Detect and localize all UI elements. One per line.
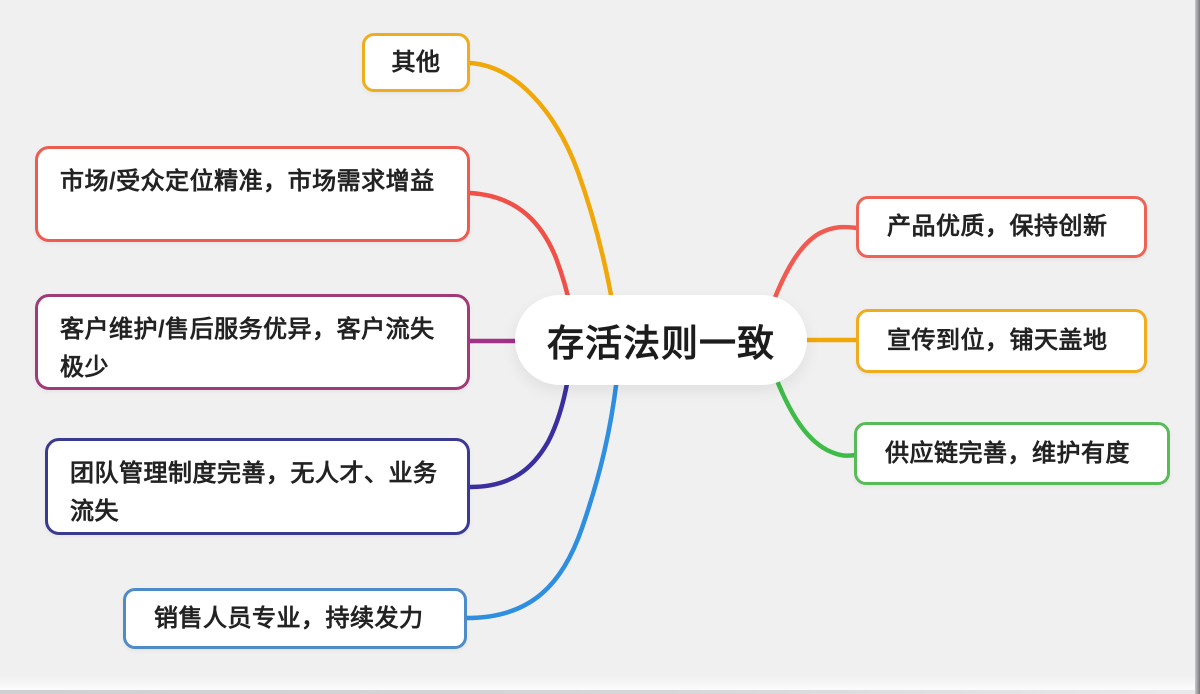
node-supply-chain-label: 供应链完善，维护有度	[885, 439, 1130, 467]
connector-supply	[771, 370, 859, 458]
node-market-positioning-label: 市场/受众定位精准，市场需求增益	[60, 168, 435, 195]
node-promotion[interactable]: 宣传到位，铺天盖地	[856, 309, 1147, 373]
node-promotion-label: 宣传到位，铺天盖地	[887, 327, 1108, 354]
bottom-edge	[0, 690, 1200, 694]
node-team-management[interactable]: 团队管理制度完善，无人才、业务流失	[45, 438, 470, 535]
connector-team	[467, 369, 572, 490]
node-product-quality[interactable]: 产品优质，保持创新	[856, 196, 1147, 258]
node-team-management-label: 团队管理制度完善，无人才、业务流失	[70, 460, 438, 525]
connector-other	[467, 60, 617, 315]
node-other[interactable]: 其他	[362, 33, 470, 92]
right-edge	[1195, 0, 1200, 694]
connector-product	[769, 224, 860, 308]
node-customer-service-label: 客户维护/售后服务优异，客户流失极少	[60, 316, 435, 381]
node-market-positioning[interactable]: 市场/受众定位精准，市场需求增益	[35, 146, 470, 242]
node-sales-staff-label: 销售人员专业，持续发力	[154, 604, 424, 632]
bottom-fade	[0, 676, 1200, 690]
central-topic[interactable]: 存活法则一致	[515, 295, 807, 385]
node-product-quality-label: 产品优质，保持创新	[887, 213, 1108, 240]
node-supply-chain[interactable]: 供应链完善，维护有度	[854, 422, 1170, 485]
central-topic-label: 存活法则一致	[547, 323, 775, 364]
connector-sales	[464, 375, 620, 621]
node-other-label: 其他	[391, 48, 441, 76]
node-customer-service[interactable]: 客户维护/售后服务优异，客户流失极少	[35, 294, 470, 390]
node-sales-staff[interactable]: 销售人员专业，持续发力	[123, 588, 467, 649]
connector-market	[467, 190, 574, 313]
